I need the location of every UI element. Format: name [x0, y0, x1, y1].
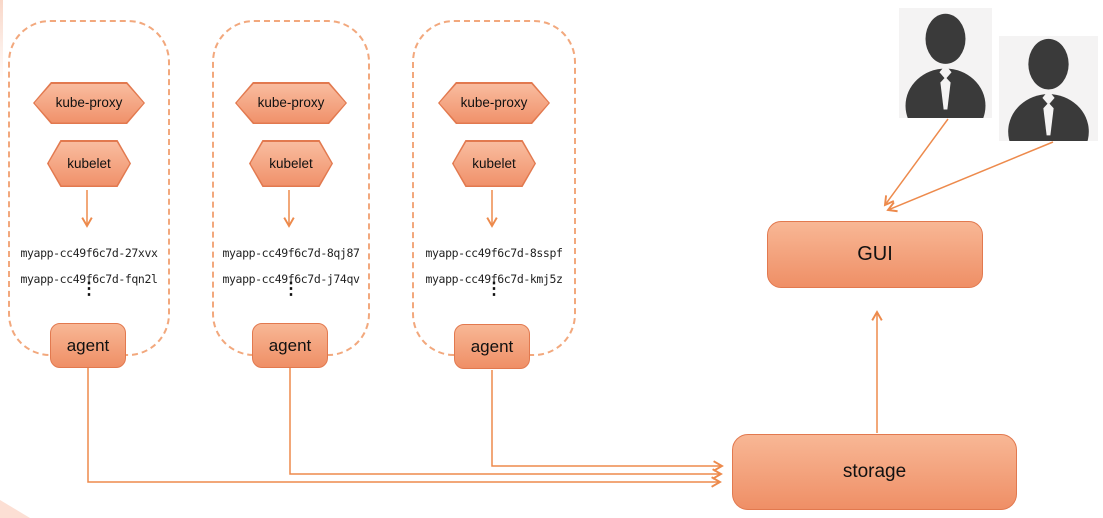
agent-label: agent	[268, 335, 312, 355]
worker-node-3: kube-proxy kubelet myapp-cc49f6c7d-8sspf…	[412, 20, 576, 356]
kubelet-shape: kubelet	[47, 140, 131, 187]
agent-box-2: agent	[252, 323, 328, 368]
business-user-icon	[899, 8, 992, 118]
worker-node-1: kube-proxy kubelet myapp-cc49f6c7d-27xvx…	[8, 20, 170, 356]
pod-name: myapp-cc49f6c7d-8sspf	[425, 246, 563, 260]
pod-list: myapp-cc49f6c7d-27xvx myapp-cc49f6c7d-fq…	[10, 240, 168, 292]
agent-box-3: agent	[454, 324, 530, 369]
kubelet-label: kubelet	[269, 155, 313, 171]
business-user-icon	[999, 36, 1098, 141]
kubelet-shape: kubelet	[249, 140, 333, 187]
agent-label: agent	[470, 336, 514, 356]
agent-label: agent	[66, 335, 110, 355]
page-corner-accent	[0, 500, 30, 518]
kube-proxy-shape: kube-proxy	[33, 82, 145, 124]
kube-proxy-label: kube-proxy	[55, 95, 123, 111]
kube-proxy-label: kube-proxy	[460, 95, 528, 111]
gui-label: GUI	[857, 243, 893, 265]
agent-box-1: agent	[50, 323, 126, 368]
kube-proxy-shape: kube-proxy	[235, 82, 347, 124]
page-corner-accent	[0, 0, 3, 85]
pod-name: myapp-cc49f6c7d-kmj5z	[425, 272, 563, 286]
more-pods-ellipsis: ⋮	[80, 279, 98, 298]
pod-name: myapp-cc49f6c7d-8qj87	[222, 246, 360, 260]
pod-name: myapp-cc49f6c7d-j74qv	[222, 272, 360, 286]
kubelet-shape: kubelet	[452, 140, 536, 187]
pod-list: myapp-cc49f6c7d-8sspf myapp-cc49f6c7d-km…	[414, 240, 574, 292]
pod-name: myapp-cc49f6c7d-27xvx	[20, 246, 158, 260]
arrow-agent1-to-storage	[87, 368, 720, 482]
kubelet-label: kubelet	[472, 155, 516, 171]
arrow-agent2-to-storage	[289, 368, 721, 474]
arrow-user1-to-gui	[885, 118, 949, 205]
more-pods-ellipsis: ⋮	[282, 279, 300, 298]
arrow-agent3-to-storage	[491, 370, 722, 466]
pod-list: myapp-cc49f6c7d-8qj87 myapp-cc49f6c7d-j7…	[214, 240, 368, 292]
storage-box: storage	[732, 434, 1017, 510]
pod-name: myapp-cc49f6c7d-fqn2l	[20, 272, 158, 286]
worker-node-2: kube-proxy kubelet myapp-cc49f6c7d-8qj87…	[212, 20, 370, 356]
storage-label: storage	[842, 461, 907, 482]
arrow-user2-to-gui	[888, 141, 1054, 210]
kube-proxy-label: kube-proxy	[257, 95, 325, 111]
kubelet-label: kubelet	[67, 155, 111, 171]
kube-proxy-shape: kube-proxy	[438, 82, 550, 124]
gui-box: GUI	[767, 221, 983, 288]
more-pods-ellipsis: ⋮	[485, 279, 503, 298]
